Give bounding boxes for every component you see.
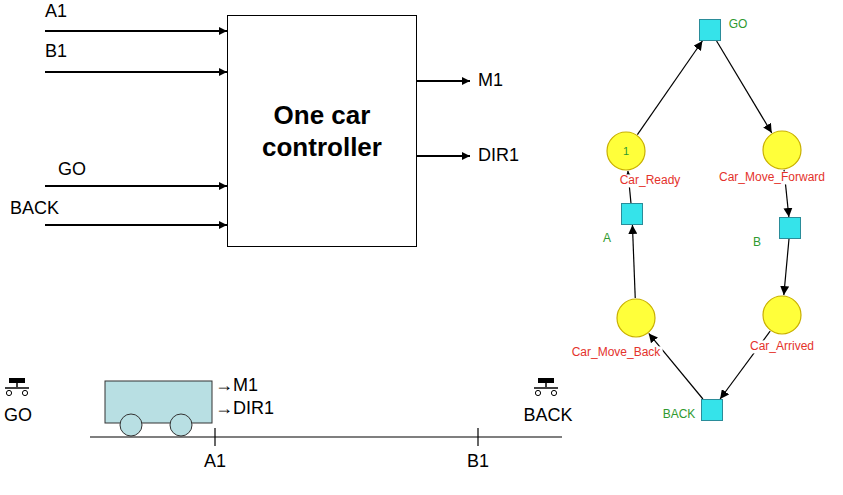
input-wire	[45, 185, 227, 187]
push-button	[5, 378, 29, 396]
place-label: Car_Ready	[618, 174, 683, 187]
input-wire	[45, 71, 227, 73]
input-wire	[45, 30, 227, 32]
place-label: Car_Arrived	[748, 340, 816, 353]
signal-name: A1	[45, 2, 67, 22]
actuator-label: →M1	[215, 376, 258, 396]
place-label: Car_Move_Forward	[717, 171, 827, 184]
signal-name: B1	[45, 42, 67, 62]
input-wire	[45, 224, 227, 226]
push-button	[534, 378, 558, 396]
petri-transition-outline	[621, 203, 643, 225]
actuator-label: →DIR1	[215, 399, 274, 419]
button-label: BACK	[523, 406, 572, 426]
token-count: 1	[623, 145, 629, 157]
output-wire	[415, 80, 470, 82]
output-wire	[415, 155, 470, 157]
position-tick	[477, 428, 478, 446]
petri-transition-outline	[699, 19, 721, 41]
petri-transition: BACK	[701, 399, 723, 421]
petri-arc	[628, 171, 631, 203]
petri-arc	[637, 41, 702, 135]
position-label: B1	[467, 452, 489, 472]
signal-name: BACK	[10, 199, 59, 219]
petri-place-outline	[606, 131, 646, 171]
signal-name: GO	[58, 160, 86, 180]
signal-name: DIR1	[478, 146, 519, 166]
petri-arc	[720, 331, 770, 399]
petri-arc	[784, 239, 789, 295]
petri-transition: GO	[699, 19, 721, 41]
petri-place: Car_Move_Back	[616, 298, 656, 338]
petri-place: Car_Arrived	[762, 295, 802, 335]
transition-label: A	[601, 232, 613, 245]
petri-arc	[717, 41, 772, 133]
place-label: Car_Move_Back	[570, 346, 663, 359]
position-label: A1	[204, 452, 226, 472]
car-wheel	[120, 414, 142, 436]
position-tick	[214, 428, 215, 446]
petri-transition-outline	[701, 399, 723, 421]
petri-arc	[632, 225, 635, 298]
car-wheel	[170, 414, 192, 436]
controller-box: One car controller	[227, 15, 417, 247]
transition-label: BACK	[661, 408, 698, 421]
petri-place-outline	[616, 298, 656, 338]
petri-place-outline	[762, 295, 802, 335]
transition-label: B	[751, 236, 763, 249]
car-body	[105, 381, 212, 423]
petri-arc	[649, 333, 703, 399]
signal-name: M1	[478, 71, 503, 91]
petri-transition-outline	[779, 217, 801, 239]
petri-arc	[784, 170, 789, 217]
petri-transition: A	[621, 203, 643, 225]
track-line	[90, 436, 562, 437]
petri-place-outline	[762, 130, 802, 170]
transition-label: GO	[727, 18, 750, 31]
button-label: GO	[4, 406, 32, 426]
petri-transition: B	[779, 217, 801, 239]
petri-place: 1Car_Ready	[606, 131, 646, 171]
controller-title: One car controller	[236, 99, 408, 164]
petri-place: Car_Move_Forward	[762, 130, 802, 170]
